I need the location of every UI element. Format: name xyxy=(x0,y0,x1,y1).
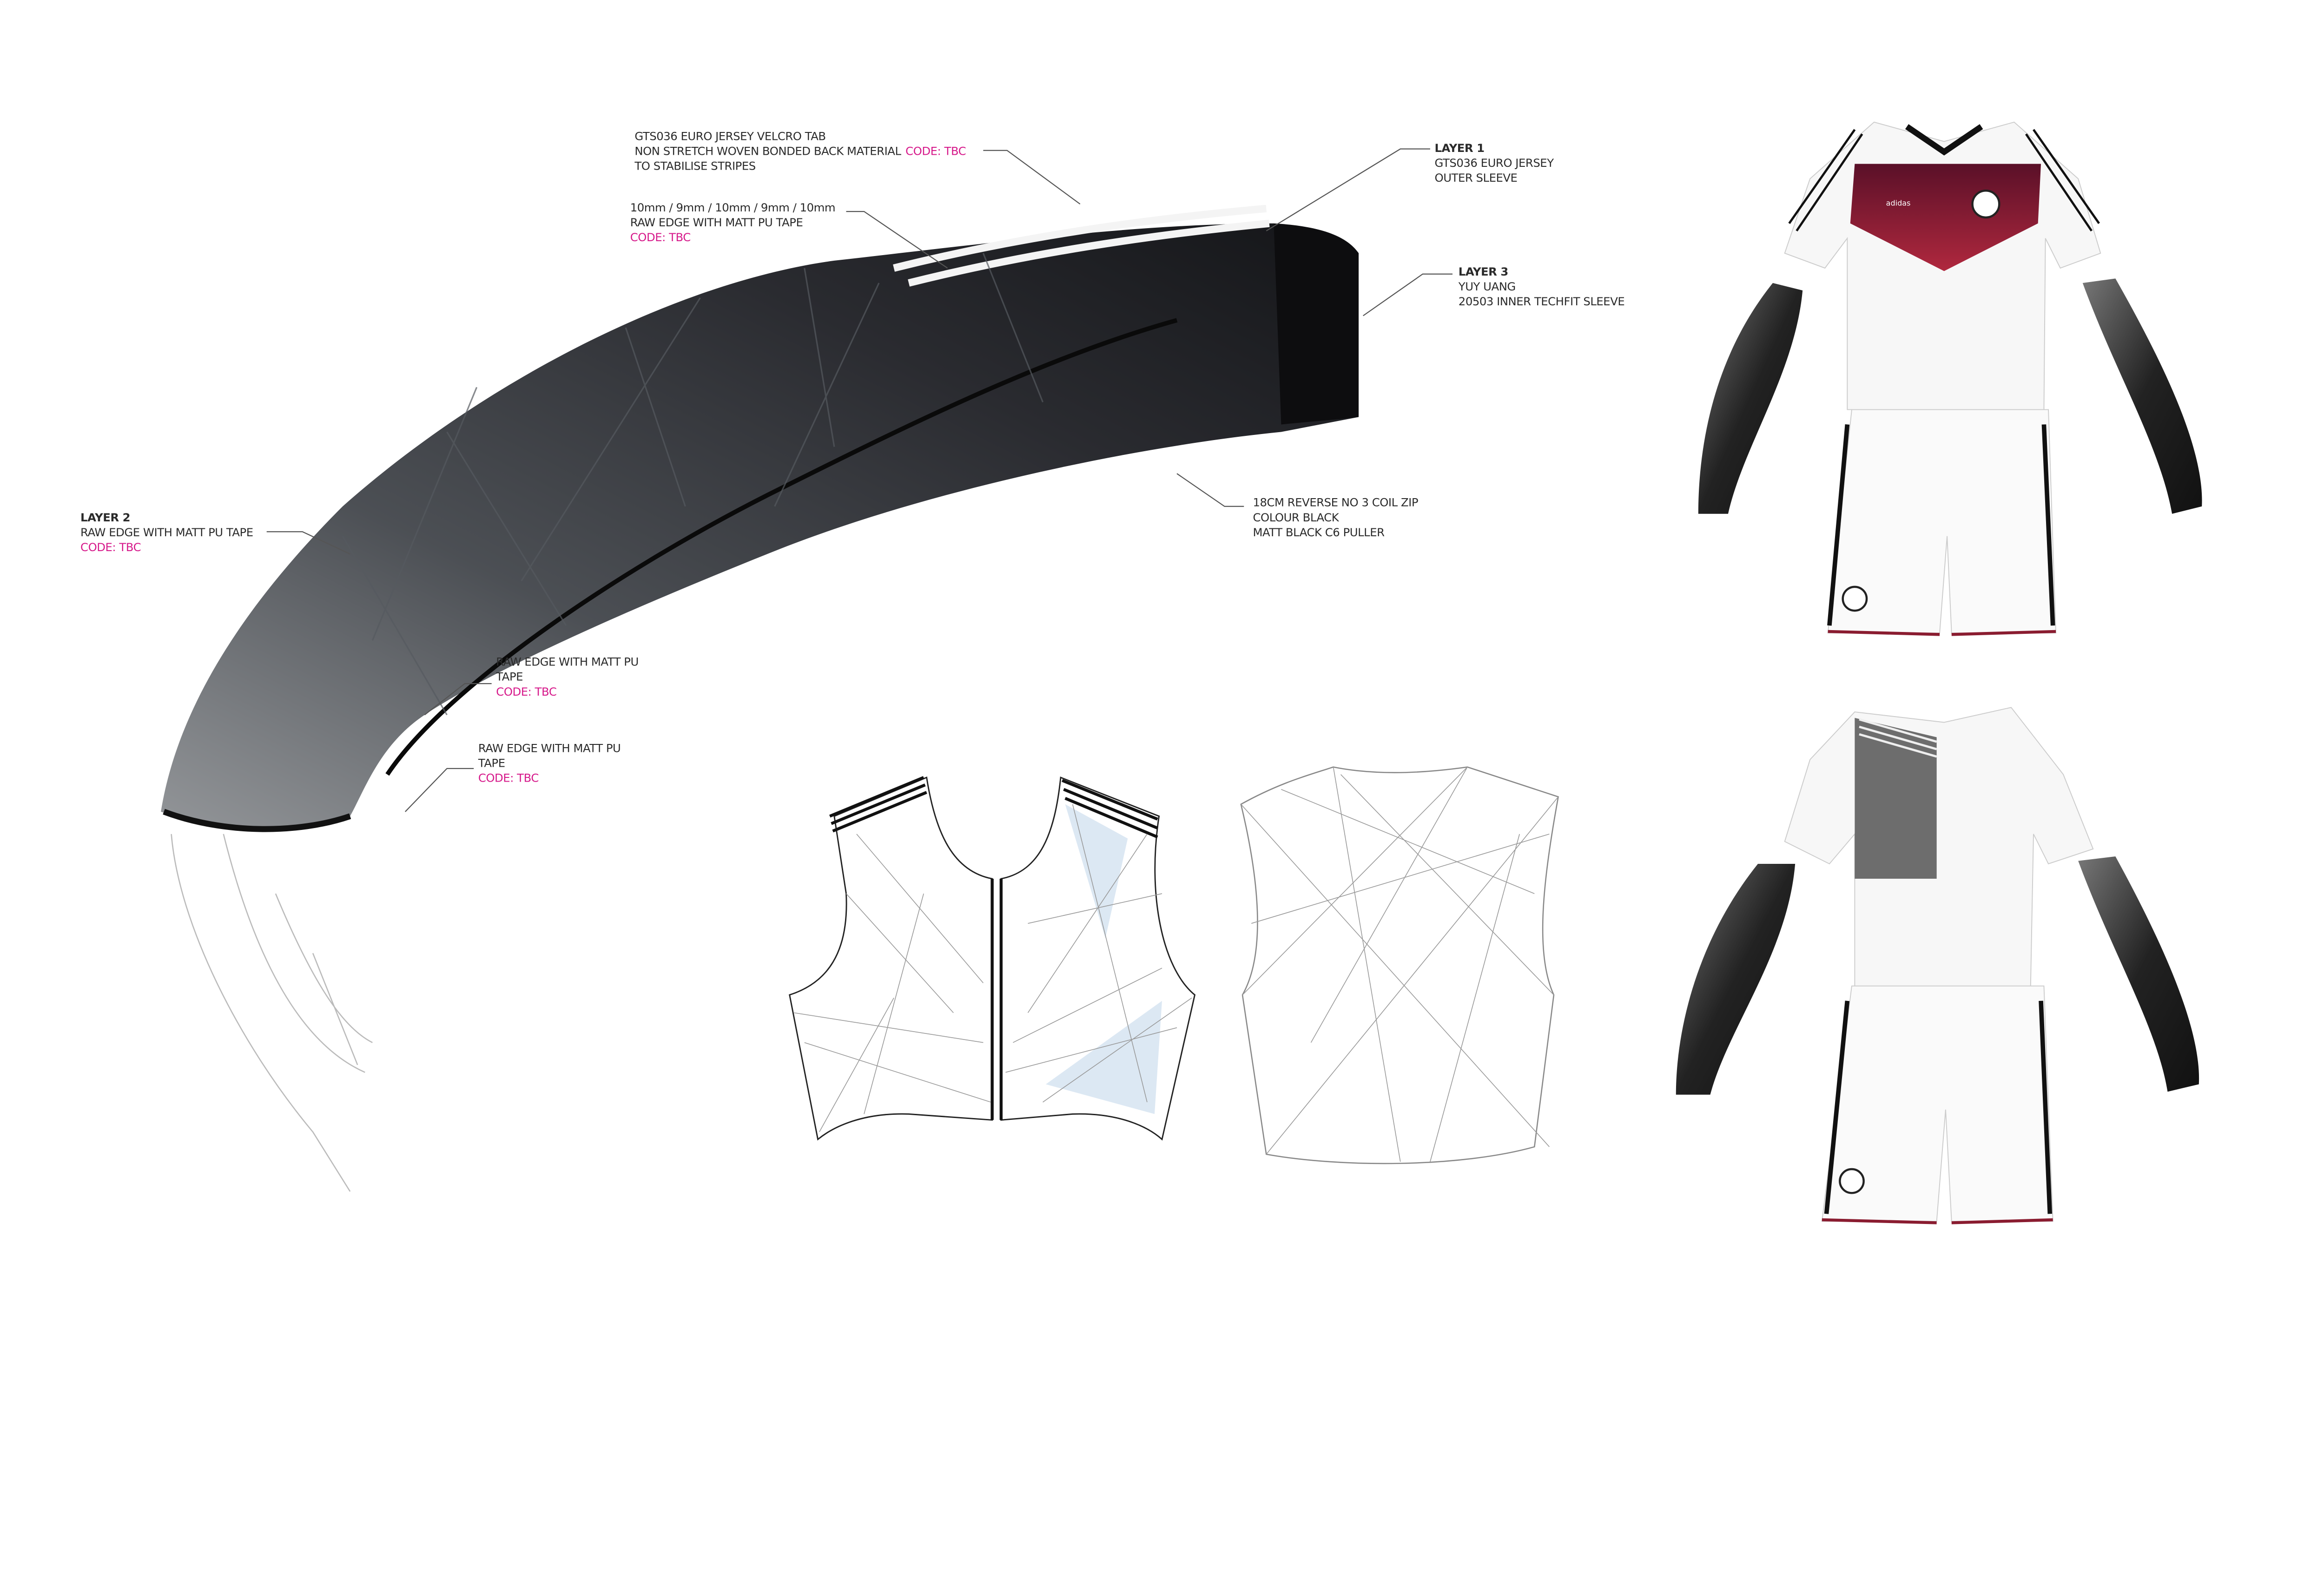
right-arm-sleeve xyxy=(2082,278,2202,514)
velcro-code: CODE: TBC xyxy=(905,144,966,158)
sleeve-body xyxy=(161,223,1359,829)
stripes-line1: 10mm / 9mm / 10mm / 9mm / 10mm xyxy=(630,201,835,214)
annotation-stripes: 10mm / 9mm / 10mm / 9mm / 10mm RAW EDGE … xyxy=(630,201,948,269)
annotation-layer3: LAYER 3 YUY UANG 20503 INNER TECHFIT SLE… xyxy=(1363,265,1625,316)
shorts-hem xyxy=(1822,1218,2053,1224)
federation-crest xyxy=(1971,190,2000,219)
design-sheet: GTS036 EURO JERSEY VELCRO TAB NON STRETC… xyxy=(80,121,2202,1224)
velcro-line2: NON STRETCH WOVEN BONDED BACK MATERIAL xyxy=(634,144,901,158)
wrist-cuff-edge xyxy=(163,809,351,832)
jersey xyxy=(1784,707,2094,991)
annotation-raw-edge-1: RAW EDGE WITH MATT PU TAPE CODE: TBC xyxy=(424,655,639,716)
raw-edge-1-line1: RAW EDGE WITH MATT PU xyxy=(496,655,639,669)
shorts-stripes xyxy=(1827,424,2055,626)
leader-line xyxy=(1266,148,1430,231)
raw-edge-2-line1: RAW EDGE WITH MATT PU xyxy=(478,742,621,755)
kit-render-standard: adidas xyxy=(1698,121,2202,636)
layer1-line2: OUTER SLEEVE xyxy=(1435,171,1518,184)
back-seam-lines xyxy=(1241,767,1559,1162)
shorts-hem xyxy=(1828,630,2056,636)
layer2-line1: RAW EDGE WITH MATT PU TAPE xyxy=(80,526,253,539)
left-arm-sleeve xyxy=(1698,283,1803,514)
mesh-panel xyxy=(1065,804,1128,939)
back-pattern xyxy=(1240,766,1559,1164)
annotation-raw-edge-2: RAW EDGE WITH MATT PU TAPE CODE: TBC xyxy=(404,742,621,812)
raw-edge-2-code: CODE: TBC xyxy=(478,771,539,785)
sleeve-stripes xyxy=(893,204,1270,287)
leader-line xyxy=(983,150,1081,205)
jersey-collar xyxy=(1905,124,1983,156)
shoulder-stripes xyxy=(829,776,1158,839)
front-seam-lines xyxy=(794,804,1192,1132)
annotation-zip: 18CM REVERSE NO 3 COIL ZIP COLOUR BLACK … xyxy=(1176,473,1419,539)
zip-line3: MATT BLACK C6 PULLER xyxy=(1253,526,1385,539)
front-right-piece xyxy=(1000,776,1196,1141)
velcro-line3: TO STABILISE STRIPES xyxy=(634,159,755,172)
mesh-panel xyxy=(1045,1000,1162,1114)
layer1-title: LAYER 1 xyxy=(1435,141,1485,155)
adidas-logo: adidas xyxy=(1886,198,1911,207)
layer1-line1: GTS036 EURO JERSEY xyxy=(1435,156,1554,170)
leader-line xyxy=(424,683,492,716)
layer3-title: LAYER 3 xyxy=(1459,265,1508,278)
sleeve-cuff xyxy=(1274,223,1359,425)
shorts-crest xyxy=(1839,1168,1865,1194)
sleeve-sketch xyxy=(161,204,1359,1192)
annotation-velcro-tab: GTS036 EURO JERSEY VELCRO TAB NON STRETC… xyxy=(634,129,1081,205)
annotation-layer2: LAYER 2 RAW EDGE WITH MATT PU TAPE CODE:… xyxy=(80,511,350,555)
layer2-title: LAYER 2 xyxy=(80,511,130,524)
raw-edge-2-line2: TAPE xyxy=(478,757,505,770)
leader-line xyxy=(266,531,350,555)
panel-seams xyxy=(342,253,1044,716)
front-left-piece xyxy=(789,776,993,1141)
stripes-line2: RAW EDGE WITH MATT PU TAPE xyxy=(630,216,803,229)
front-pattern xyxy=(789,776,1196,1141)
jersey-inner-layer xyxy=(1855,717,1937,879)
stripes-code: CODE: TBC xyxy=(630,230,691,244)
velcro-line1: GTS036 EURO JERSEY VELCRO TAB xyxy=(634,129,825,143)
velcro-line2-wrap: NON STRETCH WOVEN BONDED BACK MATERIAL CO… xyxy=(634,144,966,158)
layer3-line2: 20503 INNER TECHFIT SLEEVE xyxy=(1459,295,1624,308)
back-piece xyxy=(1240,766,1559,1164)
raw-edge-1-code: CODE: TBC xyxy=(496,685,556,698)
leader-line xyxy=(404,768,474,812)
zip-line2: COLOUR BLACK xyxy=(1253,511,1340,524)
jersey-shoulder-stripes xyxy=(1788,129,2100,232)
jersey-shoulder-stripes xyxy=(1859,718,1937,758)
leader-line xyxy=(1363,273,1452,316)
shorts-stripes xyxy=(1824,1000,2053,1214)
leader-line xyxy=(1176,473,1244,507)
right-arm-sleeve xyxy=(2078,856,2199,1092)
raw-edge-1-line2: TAPE xyxy=(495,670,523,684)
jersey-chest-chevron xyxy=(1850,164,2041,271)
annotation-layer1: LAYER 1 GTS036 EURO JERSEY OUTER SLEEVE xyxy=(1266,141,1554,231)
leader-line xyxy=(846,211,948,269)
zip-line1: 18CM REVERSE NO 3 COIL ZIP xyxy=(1253,496,1419,509)
left-arm-sleeve xyxy=(1676,863,1796,1095)
center-zip xyxy=(990,879,1003,1120)
layer3-line1: YUY UANG xyxy=(1458,280,1516,293)
layer2-code: CODE: TBC xyxy=(80,540,141,554)
hand-sketch xyxy=(171,834,373,1192)
design-sheet-container: GTS036 EURO JERSEY VELCRO TAB NON STRETC… xyxy=(80,121,2202,1224)
shorts-crest xyxy=(1842,585,1868,612)
kit-render-layered xyxy=(1676,707,2199,1224)
